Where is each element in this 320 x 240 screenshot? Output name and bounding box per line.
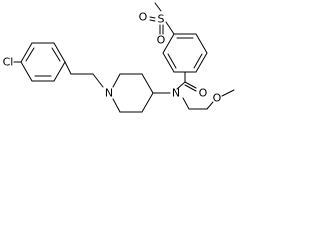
linker-ring-bond [64, 61, 72, 75]
ethyl-linker [64, 61, 104, 88]
chlorine-label: Cl [3, 56, 14, 69]
chemical-structure: S O O O N N O Cl [3, 2, 235, 113]
pip-bond-4 [112, 98, 121, 113]
pip-bond-6 [141, 92, 154, 113]
ring-bond-2 [195, 33, 208, 54]
ring-bond-3 [195, 52, 208, 73]
ar-inner-bond-a [51, 47, 61, 62]
ar-inner-bond-b [25, 47, 35, 62]
sulfonyl-oxygen-bottom-label: O [157, 34, 166, 47]
n-ch2-linker-bond [92, 73, 104, 88]
ring-inner-bond-c [167, 53, 177, 69]
pip-bond-3 [112, 73, 121, 88]
ar-bond-4 [20, 61, 33, 82]
sulfonyl-oxygen-left-label: O [139, 11, 148, 24]
ring-bond-6 [162, 33, 175, 54]
carbonyl-n-bond [176, 81, 186, 90]
molecule-canvas: S O O O N N O Cl [0, 0, 237, 123]
piperidine-ring [112, 73, 171, 113]
o-methyl-bond [221, 89, 235, 97]
ether-oxygen-label: O [213, 92, 222, 105]
carbonyl-double-bond-a [184, 81, 197, 89]
ar-bond-1 [53, 42, 66, 63]
ring-inner-bond-b [193, 53, 203, 69]
methoxyethyl-chain [182, 89, 235, 110]
amide-nitrogen-label: N [172, 87, 180, 100]
chlorophenyl-ring [13, 42, 66, 82]
ar-bond-6 [53, 61, 66, 82]
ar-bond-3 [20, 42, 33, 63]
amide-oxygen-label: O [199, 87, 208, 100]
s-o-double-bond-b [149, 19, 156, 22]
s-ring-bond [165, 21, 175, 35]
n-ch2-bond [182, 97, 190, 110]
benzoyl-ring [162, 33, 208, 73]
carbonyl-double-bond-b [184, 84, 197, 92]
pip-bond-1 [141, 73, 154, 94]
ch2-o-bond [206, 101, 214, 110]
sulfur-label: S [158, 13, 165, 26]
piperidine-nitrogen-label: N [105, 87, 113, 100]
methyl-s-bond [154, 2, 162, 12]
s-o-double-bond-a [149, 16, 156, 19]
methylsulfonyl-group [149, 2, 175, 35]
ring-bond-5 [162, 52, 175, 73]
amide-group [176, 71, 197, 92]
